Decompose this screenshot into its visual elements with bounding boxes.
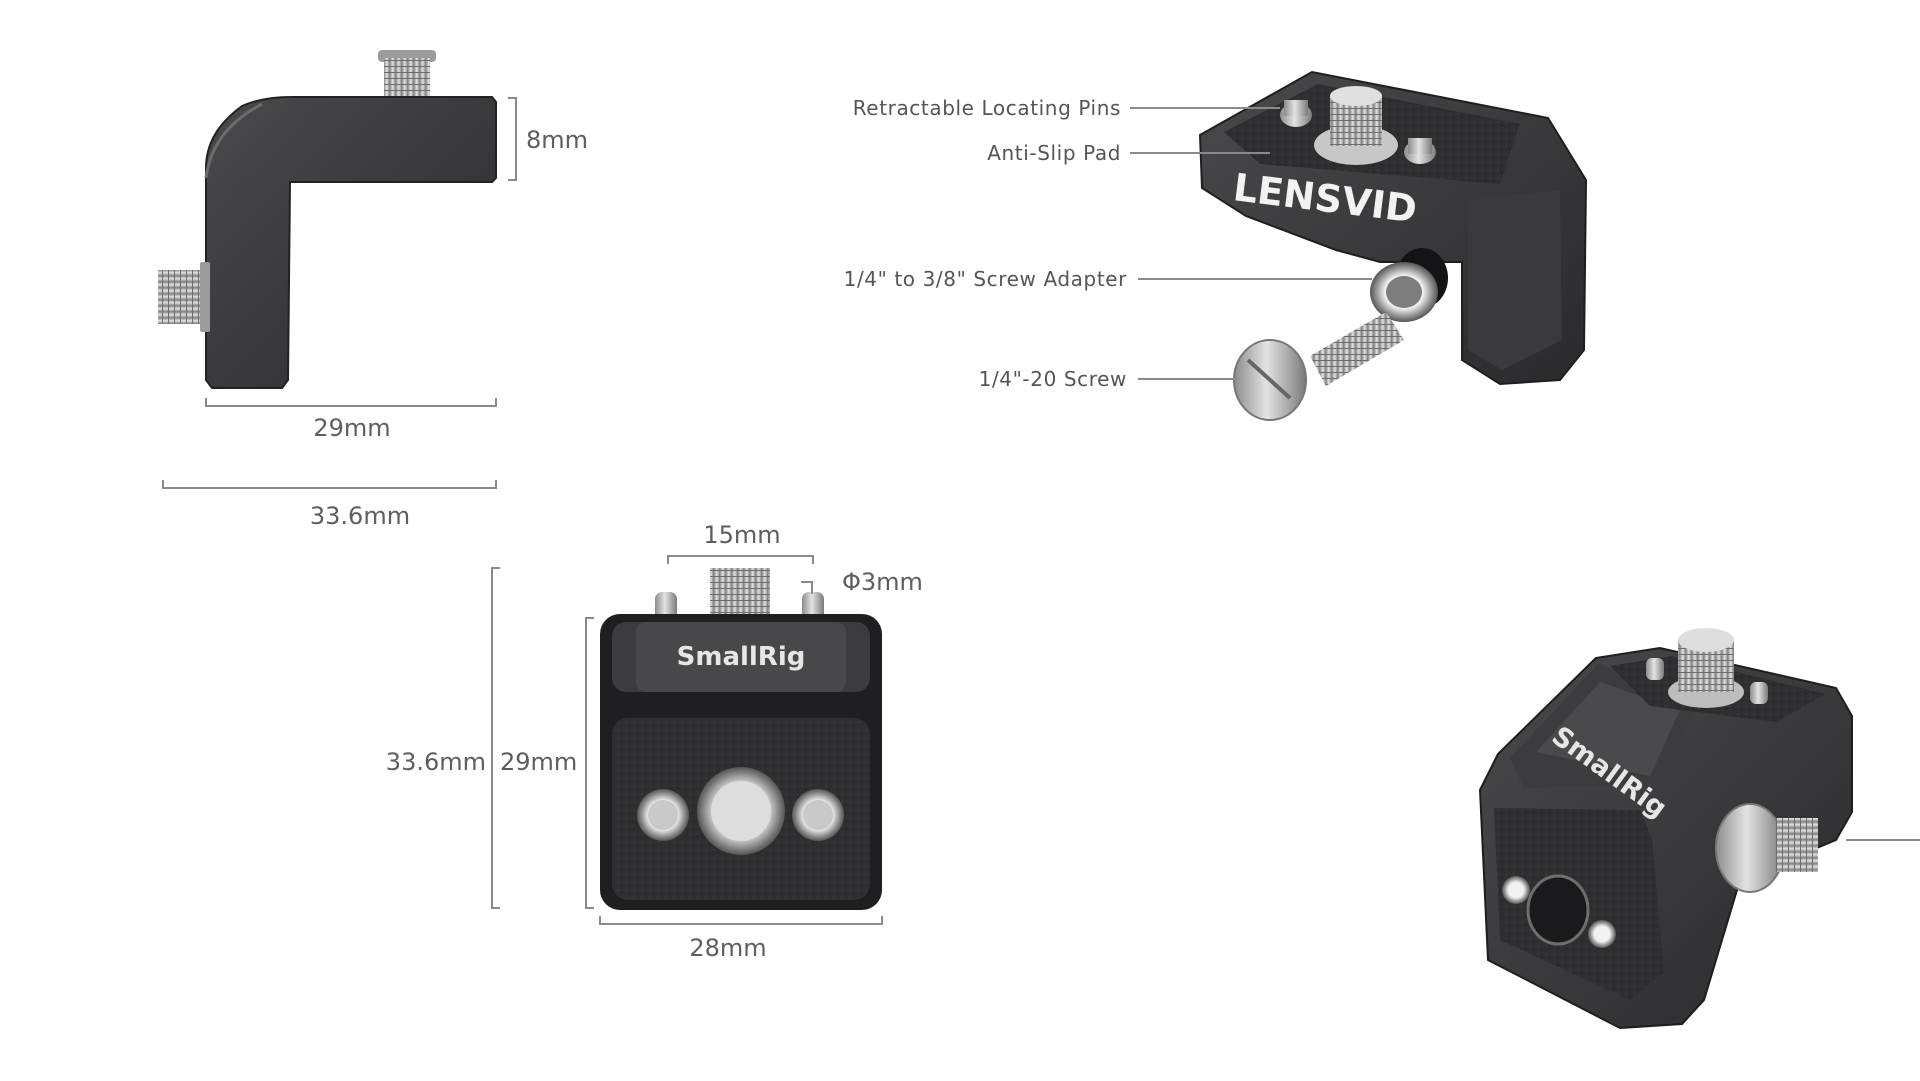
dim-front-pin-diameter: Φ3mm (842, 568, 923, 596)
labeled-quarter-screw (1310, 312, 1404, 386)
dim-front-width: 28mm (689, 934, 766, 962)
side-view: 8mm 29mm 33.6mm (158, 50, 588, 530)
dim-side-total-width: 33.6mm (310, 502, 410, 530)
dim-side-body-width: 29mm (313, 414, 390, 442)
dim-front-total-height: 33.6mm (386, 748, 486, 776)
side-top-screw (378, 50, 436, 98)
dim-front-body-height: 29mm (500, 748, 577, 776)
front-logo: SmallRig (677, 642, 806, 672)
callout-locating-pins: Retractable Locating Pins (853, 96, 1121, 120)
perspective-labeled-view: LENSVID Retractable Locating Pins Anti-S… (844, 70, 1588, 421)
side-left-screw (158, 262, 210, 332)
front-top-screw (710, 568, 770, 622)
callout-anti-slip-pad: Anti-Slip Pad (987, 141, 1121, 165)
callout-quarter-screw: 1/4"-20 Screw (979, 367, 1127, 391)
dim-front-pin-spacing: 15mm (703, 521, 780, 549)
side-bracket-body (205, 96, 497, 389)
callout-screw-adapter: 1/4" to 3/8" Screw Adapter (844, 267, 1128, 291)
dim-side-height: 8mm (526, 126, 588, 154)
perspective-bottom-view: SmallRig (1478, 628, 1920, 1030)
bottom-side-screw (1715, 803, 1785, 893)
front-view: SmallRig 15mm Φ3mm 33.6mm 29mm 28mm (386, 521, 923, 962)
